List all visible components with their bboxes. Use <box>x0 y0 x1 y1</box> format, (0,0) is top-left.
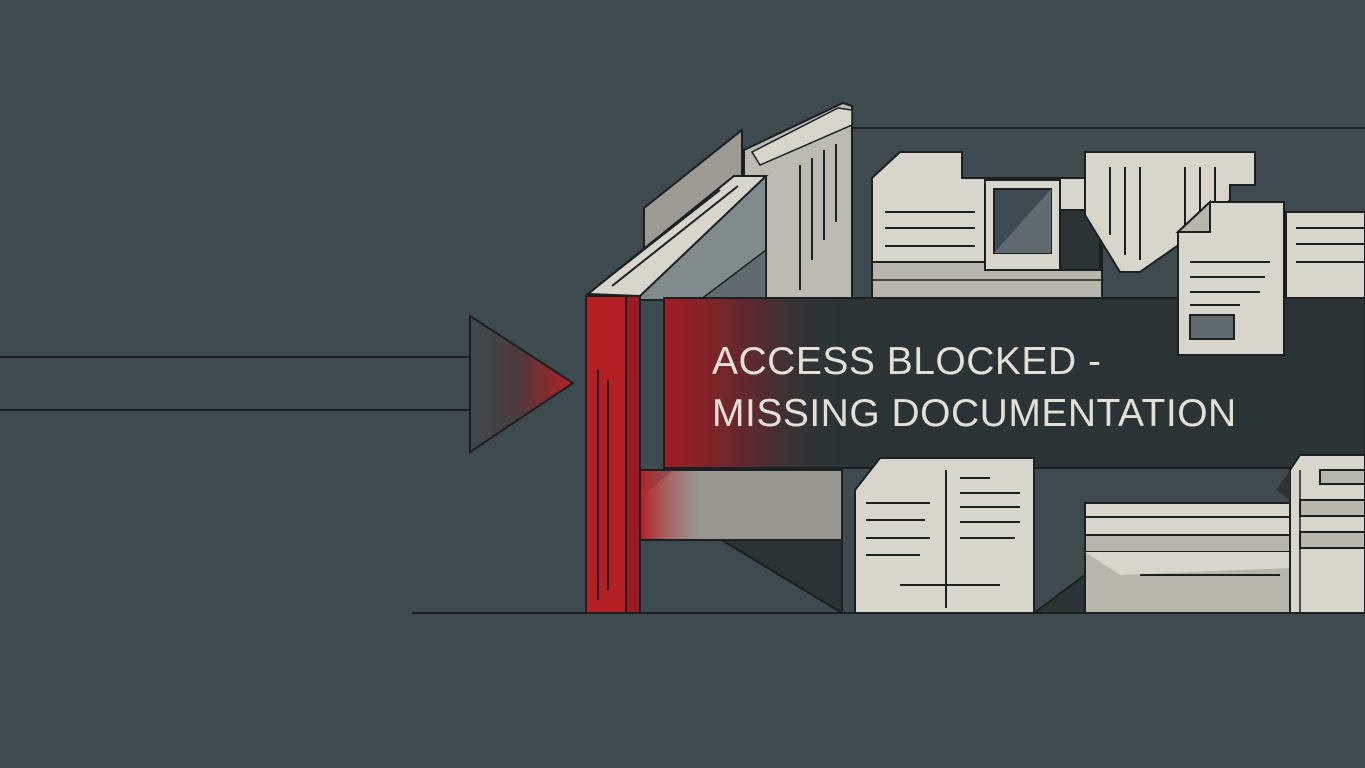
document-icon <box>854 457 1035 614</box>
headline-line-1: ACCESS BLOCKED - <box>712 340 1102 383</box>
document-icon <box>1030 502 1291 614</box>
document-icon <box>1175 199 1285 356</box>
document-icon <box>1285 211 1365 299</box>
document-icon <box>585 175 769 301</box>
arrow-icon <box>0 314 575 454</box>
barrier-icon <box>585 295 641 614</box>
panel-red-glow <box>665 299 965 467</box>
lower-shelf-wedge <box>718 539 843 615</box>
access-blocked-message: ACCESS BLOCKED - MISSING DOCUMENTATION <box>712 336 1312 440</box>
headline-line-2: MISSING DOCUMENTATION <box>712 392 1237 435</box>
document-icon <box>1276 454 1365 614</box>
document-icon <box>984 179 1101 271</box>
lower-red-glow <box>640 471 760 539</box>
